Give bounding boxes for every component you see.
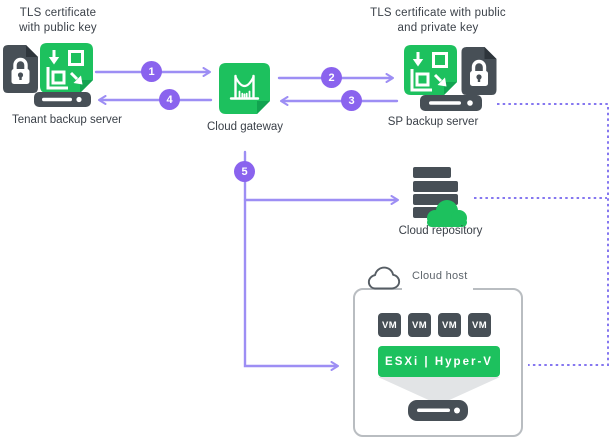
server-icon	[420, 95, 482, 111]
vm-tile: VM	[438, 313, 461, 337]
step-badge-3: 3	[341, 90, 362, 111]
certificate-icon	[404, 45, 457, 95]
solid-arrows	[94, 67, 399, 371]
server-icon	[34, 92, 91, 107]
tenant-backup-server-label: Tenant backup server	[12, 114, 122, 126]
cloud-repository-label: Cloud repository	[398, 225, 483, 237]
arrow-step-5-to-host	[243, 150, 339, 371]
step-badge-4: 4	[159, 89, 180, 110]
certificate-icon	[40, 43, 93, 93]
hypervisor-bar: ESXi | Hyper-V	[378, 346, 500, 377]
cloud-outline-icon	[366, 265, 402, 291]
step-badge-2: 2	[321, 67, 342, 88]
lock-document-icon	[461, 47, 497, 95]
bridge-gateway-icon	[219, 63, 270, 114]
sp-backup-server-label: SP backup server	[387, 116, 479, 128]
dotted-sp-to-host	[497, 103, 609, 366]
vm-tile: VM	[378, 313, 401, 337]
step-badge-1: 1	[141, 61, 162, 82]
beam-shape	[378, 377, 500, 402]
sp-cert-caption: TLS certificate with public and private …	[370, 7, 506, 34]
server-icon	[408, 400, 468, 421]
storage-stack-cloud-icon	[411, 167, 467, 229]
vm-tile: VM	[468, 313, 491, 337]
tenant-cert-caption: TLS certificate with public key	[19, 7, 97, 34]
lock-document-icon	[3, 45, 38, 93]
cloud-host-label: Cloud host	[402, 269, 473, 292]
dotted-connectors	[474, 103, 609, 366]
cloud-gateway-label: Cloud gateway	[206, 121, 284, 133]
vm-tile: VM	[408, 313, 431, 337]
step-badge-5: 5	[234, 161, 255, 182]
